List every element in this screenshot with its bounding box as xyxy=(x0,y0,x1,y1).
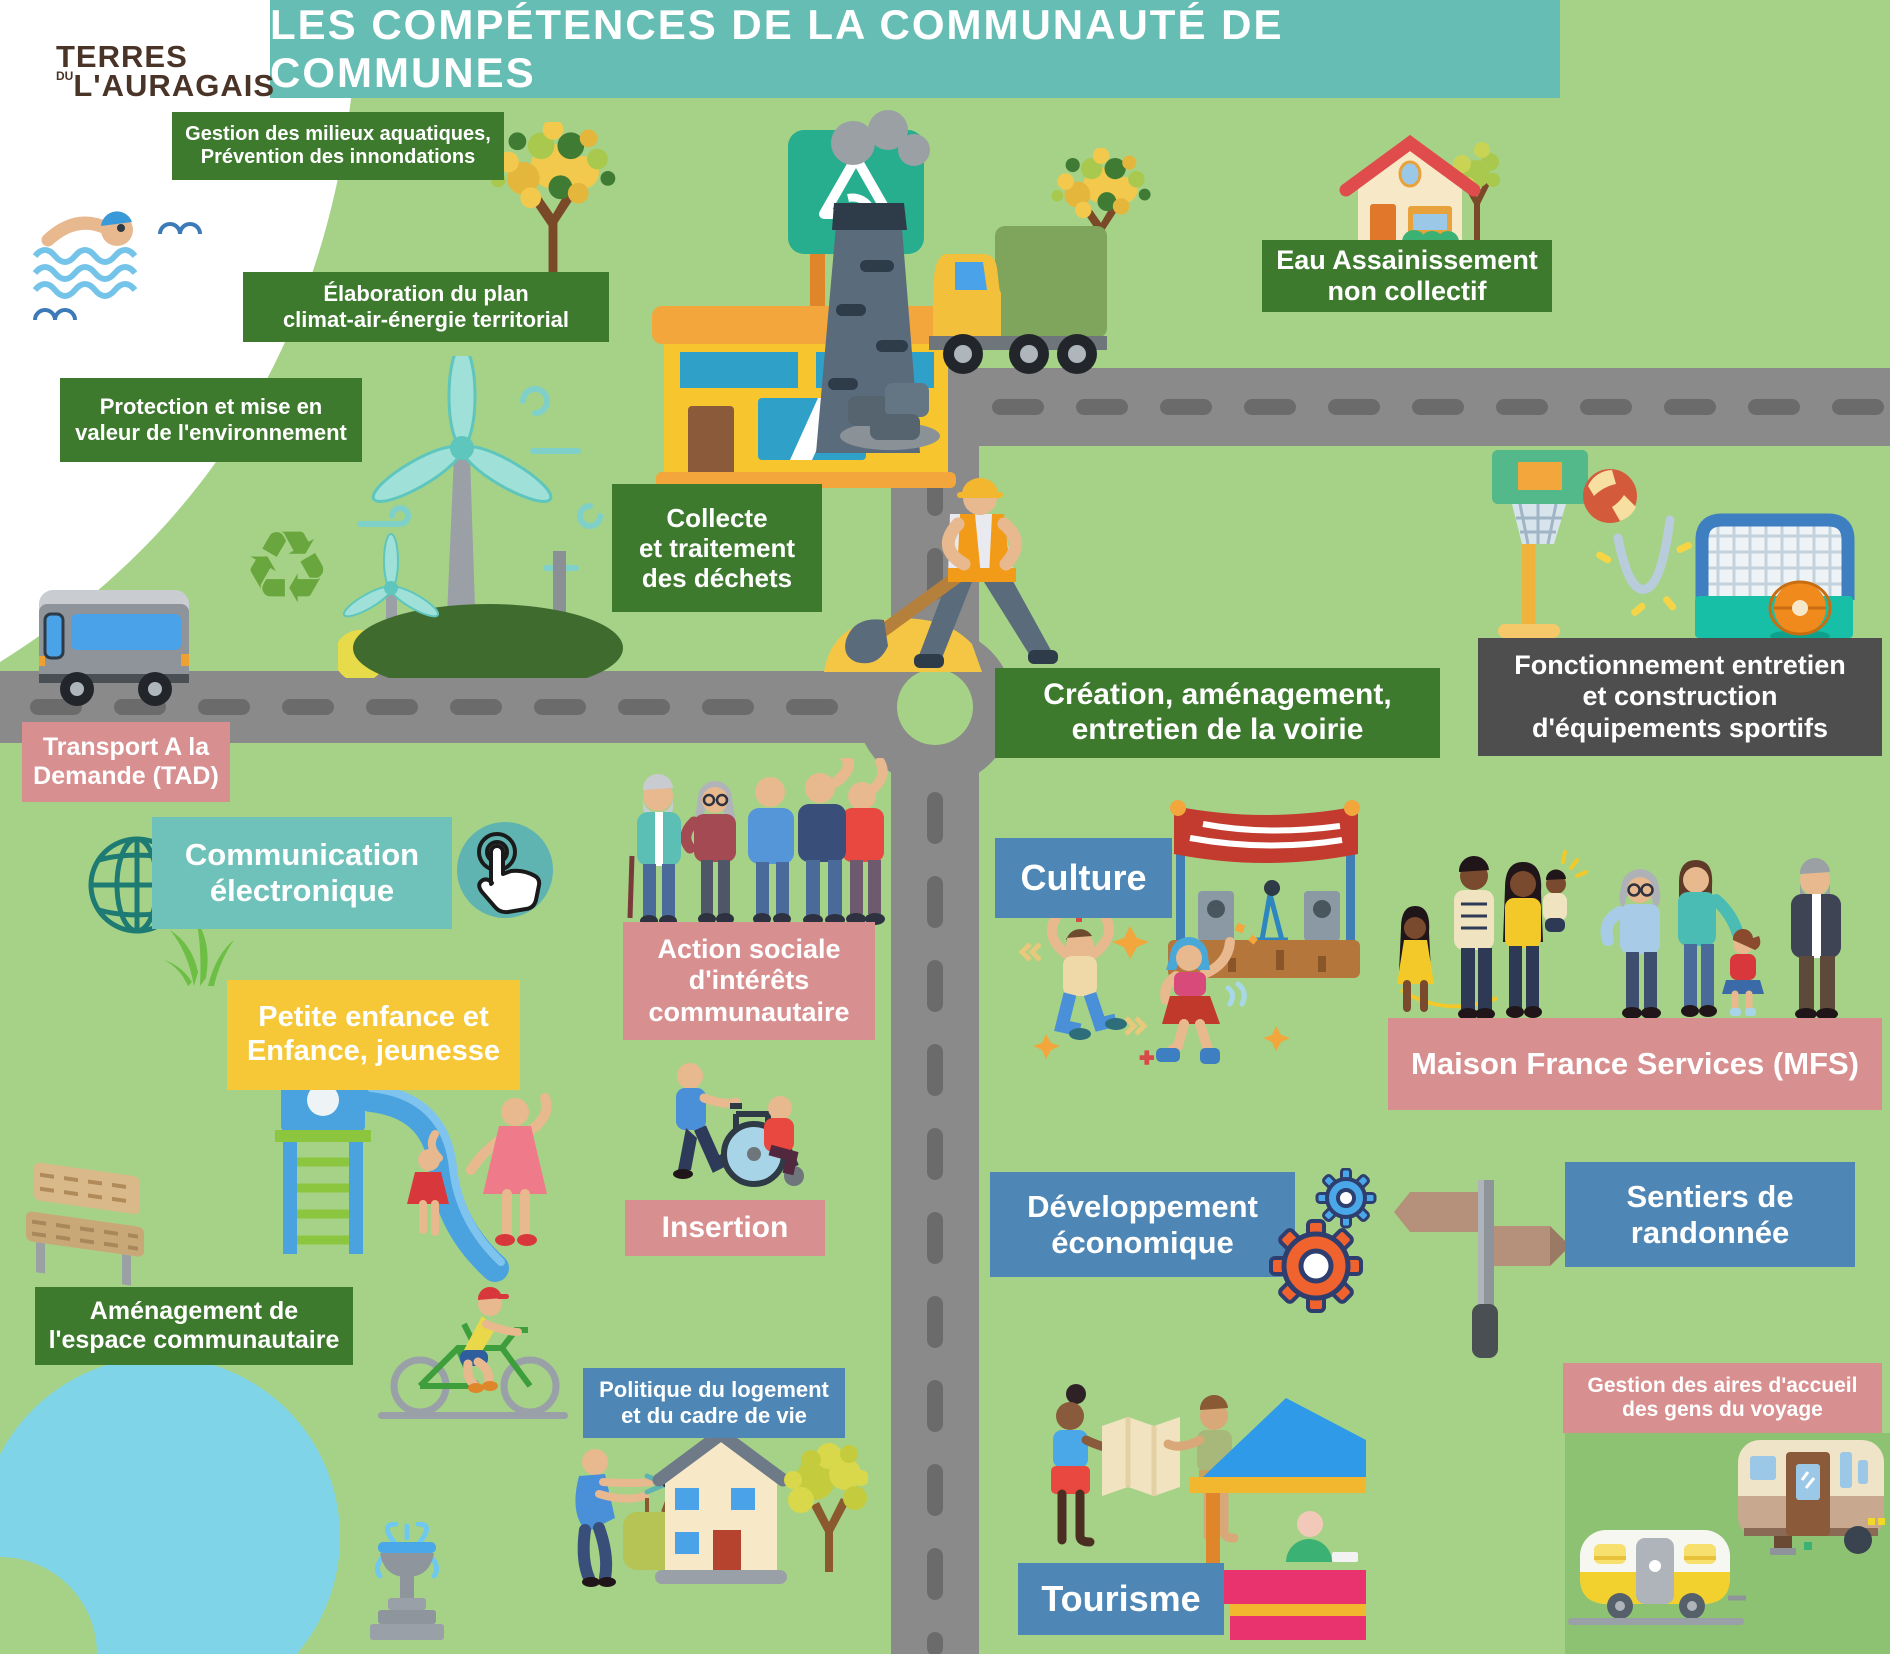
house-icon xyxy=(1339,134,1500,256)
gear-orange xyxy=(1269,1219,1363,1313)
child-on-slide xyxy=(407,1130,449,1236)
fountain-icon xyxy=(370,1522,444,1640)
people-group-icon xyxy=(627,758,888,927)
pond-corner xyxy=(0,1557,97,1654)
click-hand-icon xyxy=(457,822,553,918)
dancers-icon xyxy=(1046,913,1247,1064)
mother xyxy=(1503,862,1543,1018)
wind-turbine-icon xyxy=(338,356,623,678)
man-waving-red xyxy=(842,758,888,925)
child-red xyxy=(1722,928,1764,1016)
tourism-scene-icon xyxy=(1051,1384,1366,1640)
label-sportifs: Fonctionnement entretien et construction… xyxy=(1478,638,1882,756)
bus-icon xyxy=(39,590,189,706)
family-icon xyxy=(1397,850,1841,1020)
girl-yellow xyxy=(1397,906,1434,1012)
title-banner: LES COMPÉTENCES DE LA COMMUNAUTÉ DE COMM… xyxy=(270,0,1560,98)
label-eau: Eau Assainissement non collectif xyxy=(1262,240,1552,312)
garbage-truck-icon xyxy=(929,226,1107,374)
logo-auragais: L'AURAGAIS xyxy=(73,68,275,103)
elderly-man xyxy=(627,773,681,927)
label-plan-climat: Élaboration du plan climat-air-énergie t… xyxy=(243,272,609,342)
patient xyxy=(764,1096,799,1176)
caravan-icon xyxy=(1568,1440,1885,1625)
signpost-icon xyxy=(1394,1180,1570,1358)
label-tourisme: Tourisme xyxy=(1018,1563,1224,1635)
roundabout-center xyxy=(897,669,973,745)
mother-figure xyxy=(466,1093,552,1246)
label-voirie: Création, aménagement, entretien de la v… xyxy=(995,668,1440,758)
label-insertion: Insertion xyxy=(625,1200,825,1256)
pond xyxy=(0,1357,340,1654)
housing-scene-icon xyxy=(575,1425,868,1587)
swimmer-icon xyxy=(32,211,202,321)
grass-icon xyxy=(164,920,234,986)
gear-blue xyxy=(1315,1168,1377,1229)
label-gens-voyage: Gestion des aires d'accueil des gens du … xyxy=(1563,1363,1882,1433)
caravan-small xyxy=(1568,1530,1746,1625)
stage-icon xyxy=(1168,800,1360,978)
recycle-icon: ♻ xyxy=(242,512,332,624)
house2-icon xyxy=(652,1425,790,1584)
label-petite-enfance: Petite enfance et Enfance, jeunesse xyxy=(227,980,520,1090)
label-communication: Communication électronique xyxy=(152,817,452,929)
wheelchair-icon xyxy=(673,1063,804,1187)
caravan-large xyxy=(1738,1440,1885,1555)
label-action-sociale: Action sociale d'intérêts communautaire xyxy=(623,922,875,1040)
rubble-icon xyxy=(840,383,940,450)
playground-icon xyxy=(269,1034,552,1282)
cyclist-icon xyxy=(378,1286,568,1419)
label-tad: Transport A la Demande (TAD) xyxy=(22,722,230,802)
logo: TERRES DUL'AURAGAIS xyxy=(52,20,274,122)
tree-icon xyxy=(784,1443,868,1572)
label-dev-eco: Développement économique xyxy=(990,1172,1295,1277)
label-environnement: Protection et mise en valeur de l'enviro… xyxy=(60,378,362,462)
elderly-woman xyxy=(680,781,736,925)
bench-icon xyxy=(26,1162,144,1286)
logo-du: DU xyxy=(56,69,74,83)
label-logement: Politique du logement et du cadre de vie xyxy=(583,1368,845,1438)
sports-equipment-icon xyxy=(1492,450,1855,642)
woman-teal xyxy=(1678,860,1744,1017)
label-amenagement: Aménagement de l'espace communautaire xyxy=(35,1287,353,1365)
label-mfs: Maison France Services (MFS) xyxy=(1388,1018,1882,1110)
label-culture: Culture xyxy=(995,838,1172,918)
father xyxy=(1454,855,1495,1020)
label-sentiers: Sentiers de randonnée xyxy=(1565,1162,1855,1267)
baby xyxy=(1543,850,1588,932)
page-title: LES COMPÉTENCES DE LA COMMUNAUTÉ DE COMM… xyxy=(270,1,1284,96)
grandmother xyxy=(1600,869,1661,1019)
man-blue xyxy=(748,777,794,925)
sparkles xyxy=(1018,916,1290,1065)
man-waving-navy xyxy=(798,758,854,926)
logo-terres: TERRES xyxy=(56,38,188,74)
stage-and-dancers-icon xyxy=(1018,800,1360,1065)
grandfather xyxy=(1791,857,1841,1020)
gears-icon xyxy=(1269,1168,1377,1313)
info-stand-icon xyxy=(1190,1398,1366,1640)
label-gemapi: Gestion des milieux aquatiques, Préventi… xyxy=(172,112,504,180)
road-worker-icon xyxy=(824,478,1058,672)
label-dechets: Collecte et traitement des déchets xyxy=(612,484,822,612)
